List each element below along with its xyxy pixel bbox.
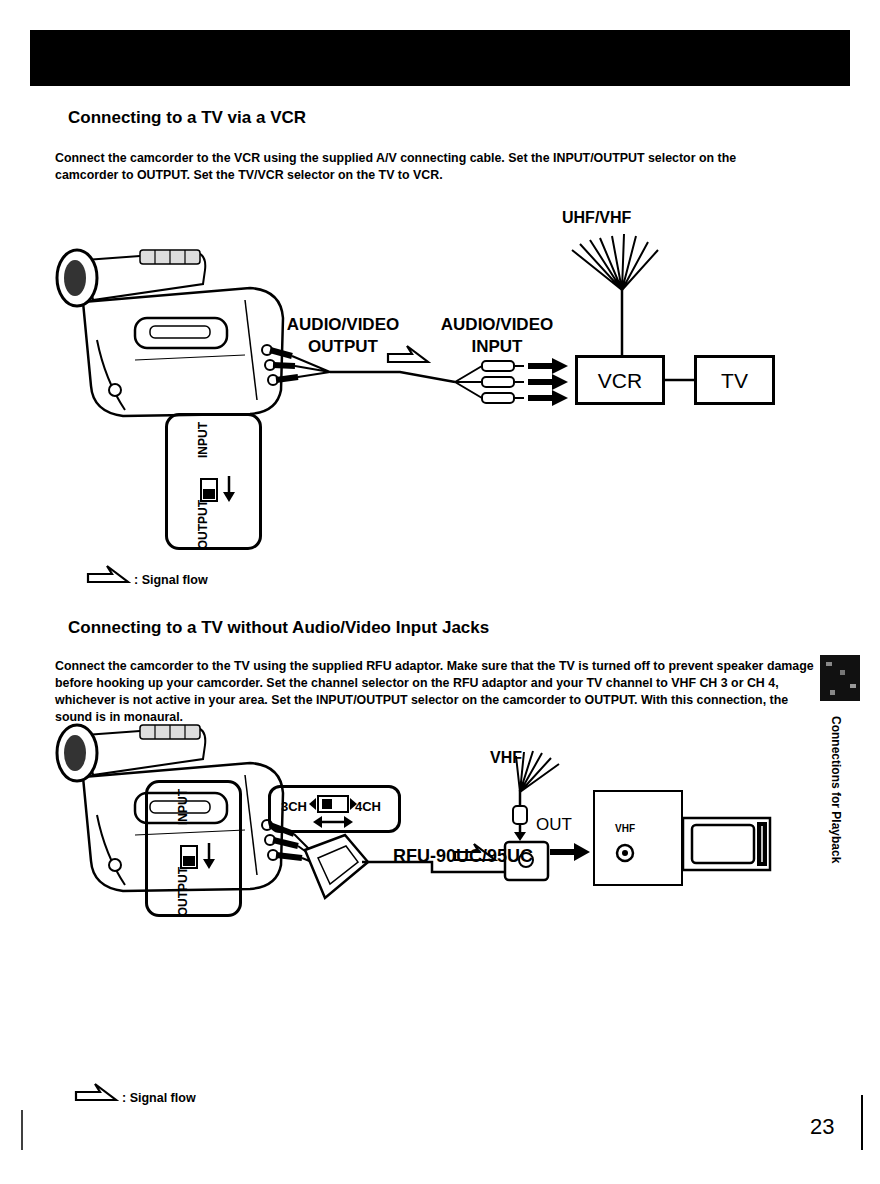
av-cable [292,356,330,377]
signal-flow-arrow [388,346,428,362]
rca-plug [276,855,302,858]
rfu-adaptor [305,835,368,898]
antenna-elements [516,751,559,792]
tab-texture [830,690,835,695]
body-text: Connect the camcorder to the VCR using t… [55,150,755,184]
rca-plug [276,377,298,380]
tab-texture [840,670,845,675]
rca-plug [482,393,514,403]
switch-arrow-head [223,492,235,502]
plug-arrow [528,374,568,390]
camcorder [57,250,283,416]
rca-plug [482,361,514,371]
plug-arrow [528,358,568,374]
tv-screen [692,825,754,863]
rfu-adaptor-detail [318,846,358,884]
jack-label: AUDIO/VIDEO OUTPUT [278,314,408,358]
switch-slider [201,479,217,501]
out-arrow [550,843,590,861]
tv-panel: VHF [593,790,683,886]
antenna-label: UHF/VHF [562,208,672,227]
node-text: 3CH [281,800,307,815]
tab-texture [826,662,832,666]
node-text: VHF [615,823,635,835]
rca-plug [273,365,295,366]
jack-label: AUDIO/VIDEO INPUT [432,314,562,358]
switch-inset: INPUT OUTPUT [165,413,262,550]
legend-item: : Signal flow [134,570,208,588]
margin-rule [21,1110,23,1150]
legend-text: : Signal flow [134,573,208,587]
terminal-label: OUT [536,815,596,835]
switch-arrow [208,843,211,861]
tv-speaker [757,822,767,866]
legend-text: : Signal flow [122,1091,196,1105]
switch-inset: INPUT OUTPUT [145,780,242,917]
legend-item: : Signal flow [122,1088,196,1106]
antenna-label: VHF [490,748,550,767]
device-box: VCR [575,355,665,405]
header-bar [30,30,850,86]
node-text: INPUT [177,789,191,825]
section-tab-label: Connections for Playback [829,716,843,863]
switch-arrow-head [203,859,215,869]
node-text: INPUT [197,422,211,458]
connector-line [665,379,694,382]
tv-speaker-line [761,826,763,862]
body-text: Connect the camcorder to the TV using th… [55,658,823,726]
rca-plug [270,350,292,356]
switch-arrow [228,476,231,494]
legend-arrow [88,566,128,582]
selector-double-arrow-head [313,816,322,828]
section-heading: Connecting to a TV without Audio/Video I… [68,618,828,638]
camcorder [57,725,283,891]
page-number: 23 [810,1114,860,1140]
selector-knob [322,799,332,809]
plug-arrow [528,390,568,406]
switch-slider [181,846,197,868]
node-text: 4CH [355,800,381,815]
selector-double-arrow [320,821,346,824]
margin-rule [861,1095,863,1150]
antenna-mast [621,288,624,355]
rca-pin [514,366,524,398]
node-text: OUTPUT [177,867,191,916]
antenna-plug [513,806,527,824]
model-number: RFU-90UC/95UC [393,846,623,868]
selector-double-arrow-head [344,816,353,828]
av-cable [455,366,482,398]
device-box: TV [694,355,775,405]
rca-plug [273,840,298,846]
node-text: OUTPUT [197,500,211,549]
vhf-terminal [617,845,633,861]
section-heading: Connecting to a TV via a VCR [68,108,788,128]
plug-arrow-head [514,832,526,841]
switch-knob [203,489,215,499]
selector-slider [318,796,348,812]
tab-texture [850,684,856,688]
legend-arrow [76,1084,116,1100]
channel-selector: 3CH 4CH [268,785,401,833]
antenna-elements [572,234,658,290]
section-tab [820,655,860,701]
node-text: VCR [578,369,662,393]
selector-arrow [309,798,316,810]
node-text: TV [697,369,772,393]
av-cable [330,372,455,382]
tv-cabinet [683,818,770,870]
rca-plug [482,377,514,387]
switch-knob [183,856,195,866]
vhf-terminal-pin [622,850,628,856]
